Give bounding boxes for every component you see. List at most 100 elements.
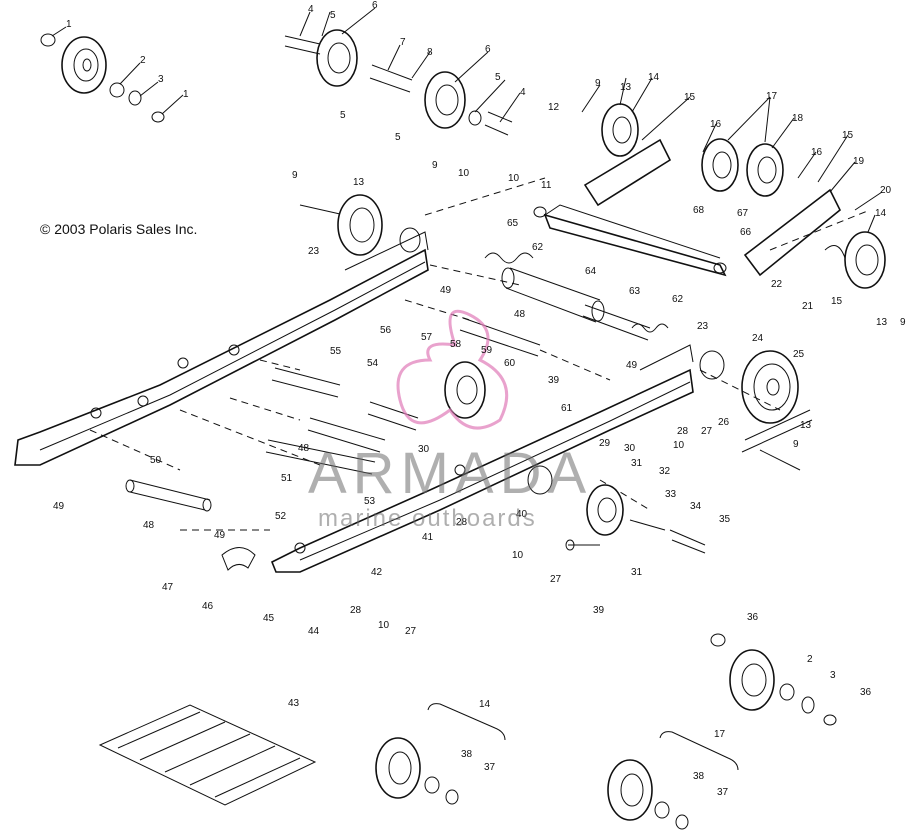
callout-10: 10 (673, 440, 685, 451)
callout-9: 9 (900, 317, 906, 328)
callout-24: 24 (752, 333, 764, 344)
callout-15: 15 (684, 92, 696, 103)
callout-14: 14 (875, 208, 887, 219)
callout-9: 9 (793, 439, 799, 450)
wheel-center (444, 361, 486, 419)
callout-29: 29 (599, 438, 611, 449)
callout-58: 58 (450, 339, 462, 350)
wheel-bottom-center (375, 737, 459, 805)
callout-10: 10 (508, 173, 520, 184)
callout-23: 23 (697, 321, 709, 332)
callout-28: 28 (456, 517, 468, 528)
callout-46: 46 (202, 601, 214, 612)
callout-3: 3 (158, 74, 164, 85)
callout-30: 30 (624, 443, 636, 454)
callout-35: 35 (719, 514, 731, 525)
callout-1: 1 (183, 89, 189, 100)
callout-68: 68 (693, 205, 705, 216)
callout-36: 36 (860, 687, 872, 698)
callout-65: 65 (507, 218, 519, 229)
rear-torque-arm (533, 138, 842, 277)
callout-9: 9 (292, 170, 298, 181)
callout-40: 40 (516, 509, 528, 520)
callout-13: 13 (876, 317, 888, 328)
callout-9: 9 (432, 160, 438, 171)
callout-4: 4 (520, 87, 526, 98)
callout-62: 62 (532, 242, 544, 253)
callout-19: 19 (853, 156, 865, 167)
callout-34: 34 (690, 501, 702, 512)
callout-17: 17 (766, 91, 778, 102)
callout-60: 60 (504, 358, 516, 369)
callout-63: 63 (629, 286, 641, 297)
callout-64: 64 (585, 266, 597, 277)
callout-48: 48 (514, 309, 526, 320)
callout-10: 10 (378, 620, 390, 631)
cross-shafts (125, 204, 721, 512)
watermark-tagline: marine outboards (318, 505, 537, 532)
callout-10: 10 (458, 168, 470, 179)
callout-31: 31 (631, 458, 643, 469)
callout-5: 5 (340, 110, 346, 121)
group-bracket-17 (659, 731, 739, 771)
callout-15: 15 (831, 296, 843, 307)
callout-45: 45 (263, 613, 275, 624)
watermark-logo (396, 309, 509, 430)
callout-51: 51 (281, 473, 293, 484)
callout-14: 14 (479, 699, 491, 710)
track-clip-group (98, 704, 317, 806)
callout-66: 66 (740, 227, 752, 238)
callout-48: 48 (298, 443, 310, 454)
callout-55: 55 (330, 346, 342, 357)
callout-10: 10 (512, 550, 524, 561)
callout-7: 7 (400, 37, 406, 48)
callout-5: 5 (495, 72, 501, 83)
callout-47: 47 (162, 582, 174, 593)
callout-56: 56 (380, 325, 392, 336)
callout-49: 49 (440, 285, 452, 296)
leader-lines (51, 7, 883, 233)
callout-18: 18 (792, 113, 804, 124)
part-callouts: 1 2 3 1 4 5 6 7 8 5 5 6 5 4 12 10 11 9 1… (53, 0, 906, 798)
callout-53: 53 (364, 496, 376, 507)
callout-49: 49 (214, 530, 226, 541)
wheel-bottom-right (710, 633, 837, 726)
callout-41: 41 (422, 532, 434, 543)
callout-26: 26 (718, 417, 730, 428)
callout-2: 2 (140, 55, 146, 66)
callout-43: 43 (288, 698, 300, 709)
callout-49: 49 (626, 360, 638, 371)
callout-16: 16 (710, 119, 722, 130)
callout-57: 57 (421, 332, 433, 343)
callout-16: 16 (811, 147, 823, 158)
callout-39: 39 (593, 605, 605, 616)
callout-38: 38 (693, 771, 705, 782)
callout-54: 54 (367, 358, 379, 369)
callout-9: 9 (595, 78, 601, 89)
alignment-lines (89, 177, 871, 531)
callout-25: 25 (793, 349, 805, 360)
callout-28: 28 (350, 605, 362, 616)
group-bracket-14 (427, 703, 506, 741)
callout-38: 38 (461, 749, 473, 760)
wheel-top-center-left (284, 29, 358, 87)
callout-13: 13 (800, 420, 812, 431)
callout-4: 4 (308, 4, 314, 15)
wheel-bottom-right-2 (607, 759, 689, 830)
callout-15: 15 (842, 130, 854, 141)
callout-33: 33 (665, 489, 677, 500)
wheel-front-right (527, 465, 706, 554)
wheel-top-center-right (369, 64, 513, 136)
wheel-right-far (824, 231, 886, 289)
callout-62: 62 (672, 294, 684, 305)
callout-27: 27 (550, 574, 562, 585)
callout-22: 22 (771, 279, 783, 290)
watermark-brand: ARMADA (308, 441, 593, 506)
callout-49: 49 (53, 501, 65, 512)
callout-61: 61 (561, 403, 573, 414)
wheel-rear-upper-right (701, 138, 784, 197)
callout-37: 37 (717, 787, 729, 798)
callout-36: 36 (747, 612, 759, 623)
callout-31: 31 (631, 567, 643, 578)
